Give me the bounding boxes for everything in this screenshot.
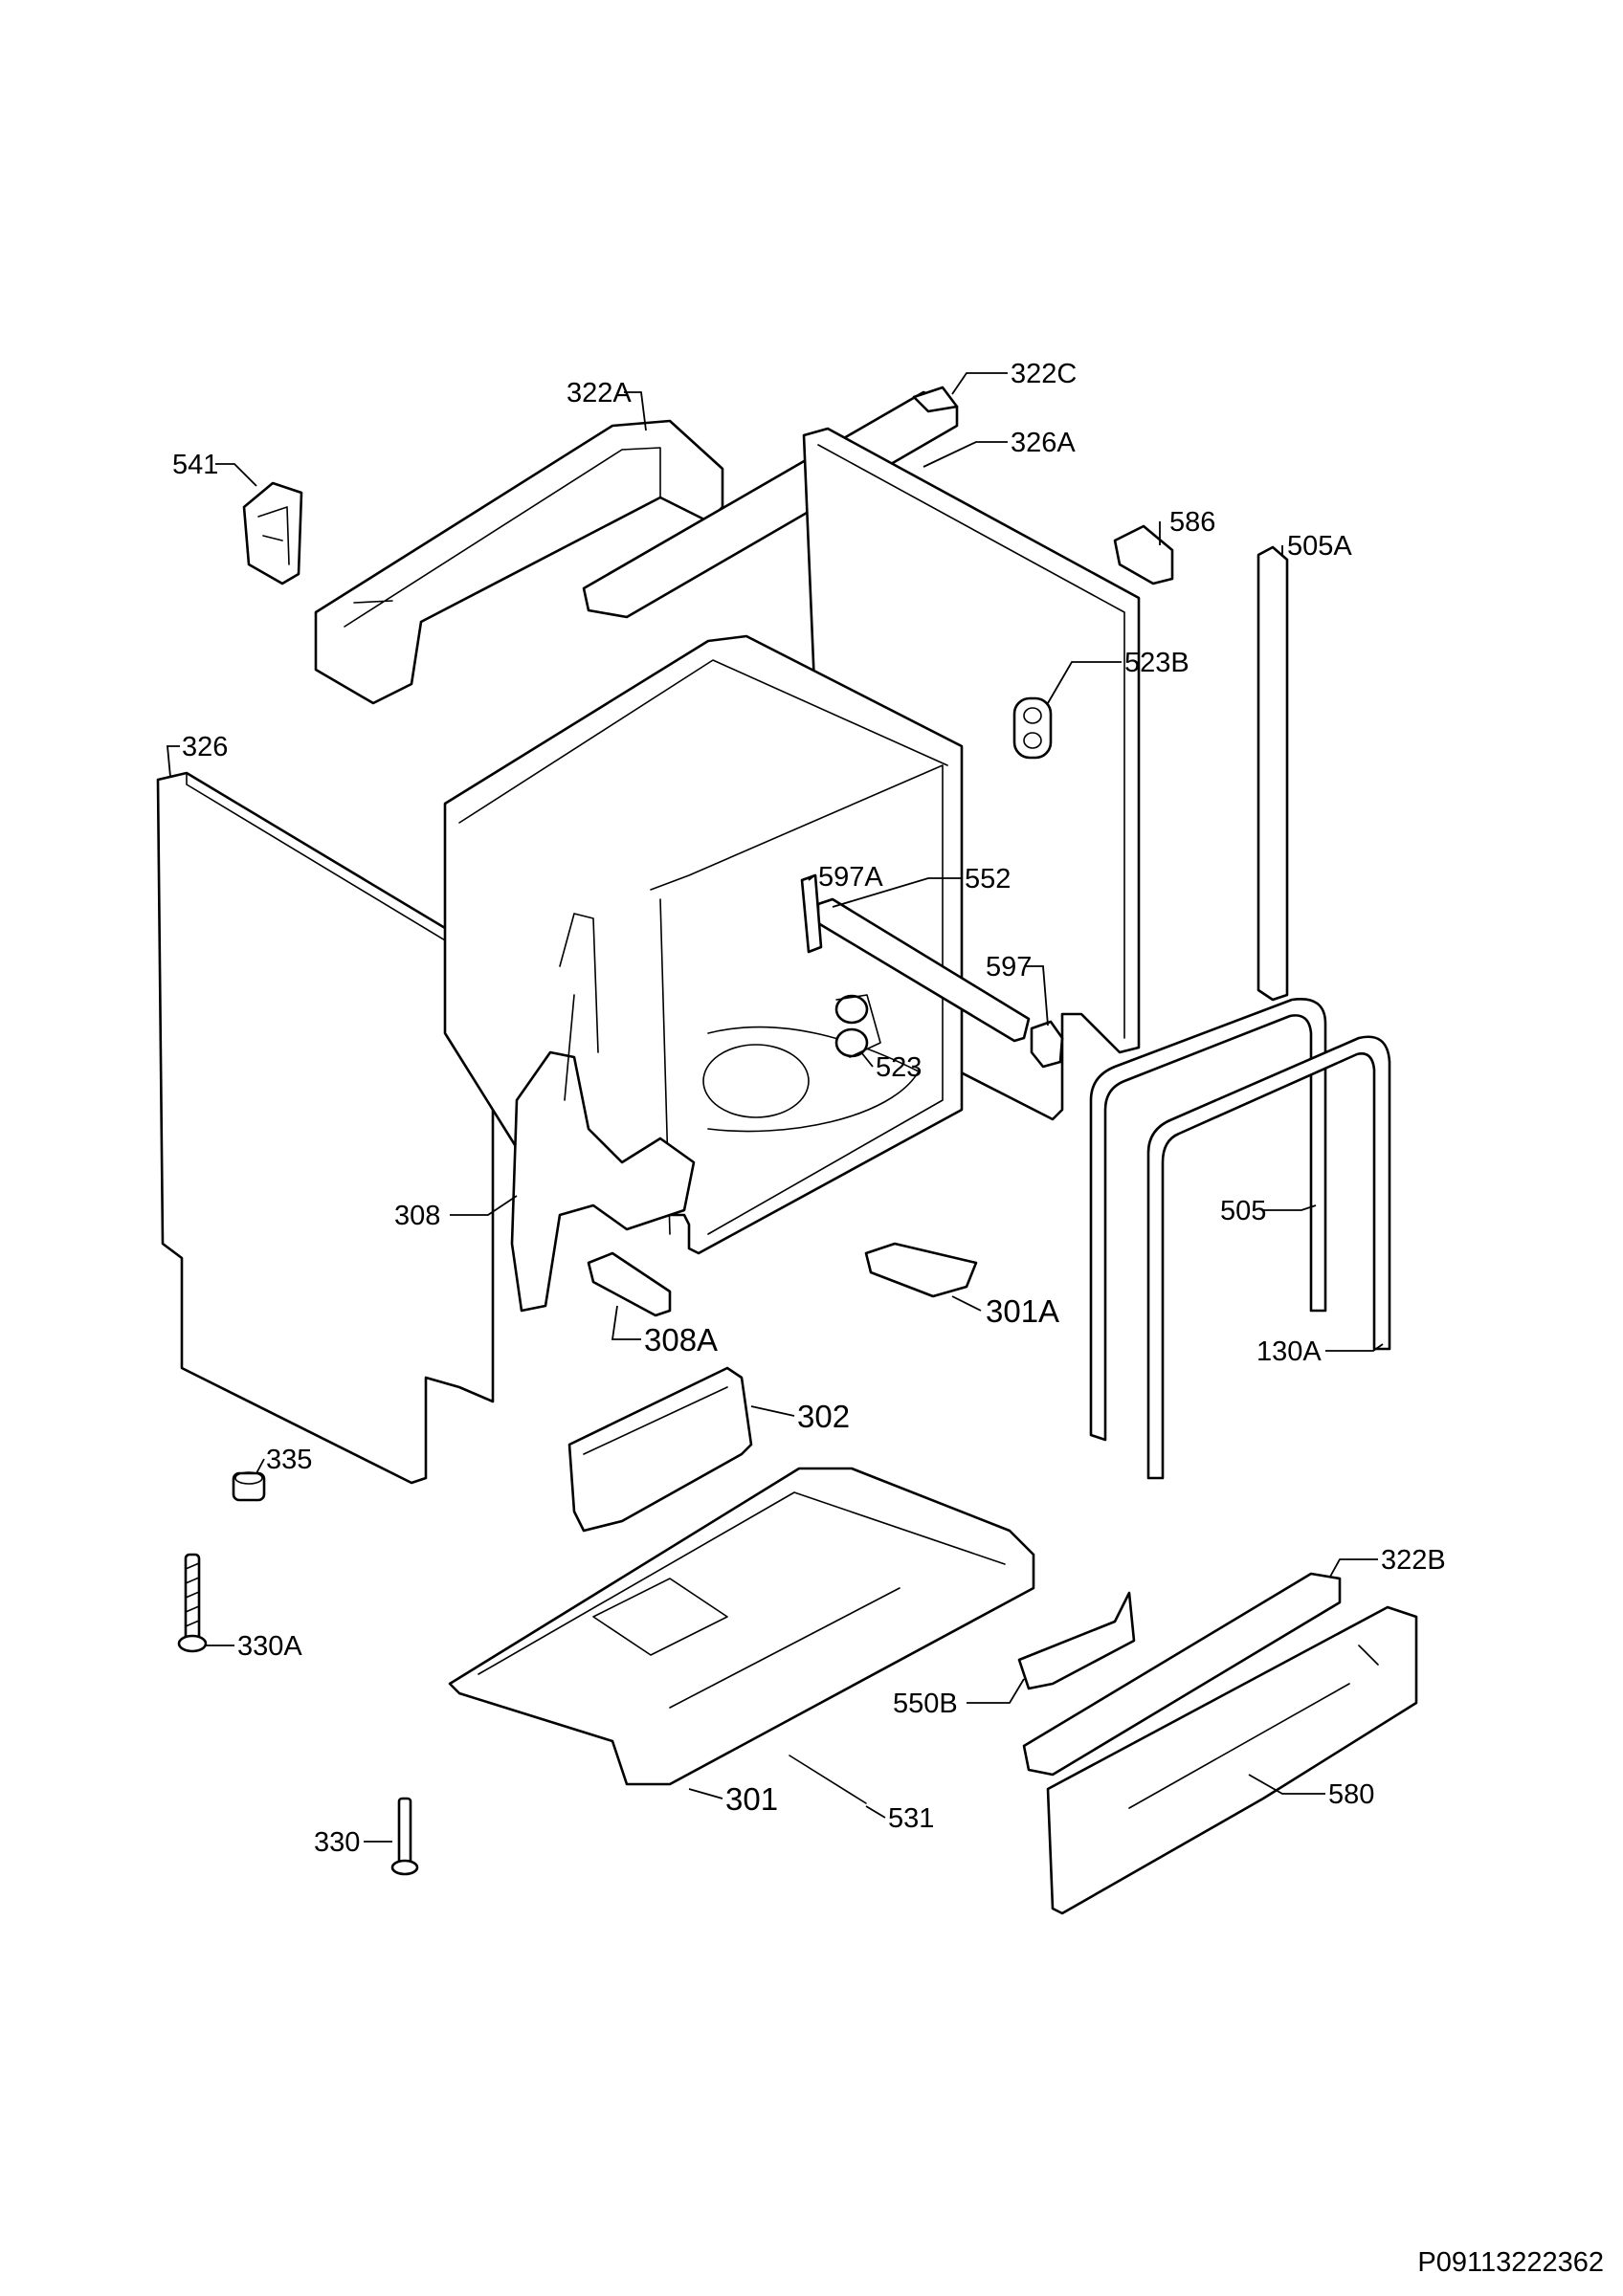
callout-505a: 505A <box>1287 531 1352 562</box>
callout-302: 302 <box>797 1399 850 1434</box>
callout-322a: 322A <box>567 378 632 408</box>
part-130a-seal-loop <box>1146 1035 1391 1480</box>
callout-531: 531 <box>888 1803 934 1834</box>
callout-335: 335 <box>266 1445 312 1475</box>
callout-552: 552 <box>965 864 1011 894</box>
part-505a-seal <box>1256 545 1289 1002</box>
part-301-base <box>448 1467 1035 1786</box>
part-597-clip <box>1030 1020 1064 1069</box>
part-335-nut <box>232 1471 266 1502</box>
callout-labels: 322A 322C 326A 541 586 505A 523B 326 597… <box>172 359 1446 1858</box>
part-302-bracket <box>567 1366 753 1533</box>
part-586-bracket <box>1113 524 1174 585</box>
part-326-side-panel <box>156 771 495 1485</box>
part-301a-guide <box>864 1242 978 1298</box>
part-550b-bracket <box>1017 1591 1136 1690</box>
callout-308: 308 <box>394 1201 440 1231</box>
callout-322c: 322C <box>1011 359 1077 389</box>
callout-330a: 330A <box>237 1631 302 1662</box>
callout-301: 301 <box>725 1781 778 1817</box>
callout-523b: 523B <box>1124 648 1189 678</box>
leader-lines <box>167 372 1384 1843</box>
callout-301a: 301A <box>986 1293 1059 1329</box>
part-308-hinge <box>510 913 696 1313</box>
callout-523: 523 <box>876 1052 922 1083</box>
callout-326: 326 <box>182 732 228 762</box>
part-597a-clip <box>800 873 823 954</box>
callout-326a: 326A <box>1011 428 1076 458</box>
part-308a-arm <box>587 1251 672 1317</box>
callout-550b: 550B <box>893 1689 958 1719</box>
part-322a-bracket <box>314 419 724 705</box>
callout-597a: 597A <box>818 862 883 893</box>
part-523b-grommet <box>1012 696 1053 760</box>
callout-597: 597 <box>986 952 1032 982</box>
part-541-clip <box>242 481 303 585</box>
part-505-seal-loop <box>1089 997 1327 1442</box>
callout-586: 586 <box>1169 507 1215 538</box>
callout-580: 580 <box>1328 1779 1374 1810</box>
part-322b-rail <box>1022 1572 1342 1777</box>
part-531-rod <box>789 1755 867 1804</box>
callout-308a: 308A <box>644 1322 718 1358</box>
part-330a-screw <box>177 1553 208 1653</box>
document-id: P09113222362 <box>1417 2247 1604 2278</box>
callout-541: 541 <box>172 450 218 480</box>
callout-505: 505 <box>1220 1196 1266 1226</box>
part-330-screw <box>390 1797 419 1876</box>
part-580-plate <box>1046 1605 1418 1915</box>
part-523-grommet <box>834 994 881 1058</box>
callout-130a: 130A <box>1256 1336 1322 1367</box>
callout-330: 330 <box>314 1827 360 1858</box>
callout-322b: 322B <box>1381 1545 1446 1576</box>
